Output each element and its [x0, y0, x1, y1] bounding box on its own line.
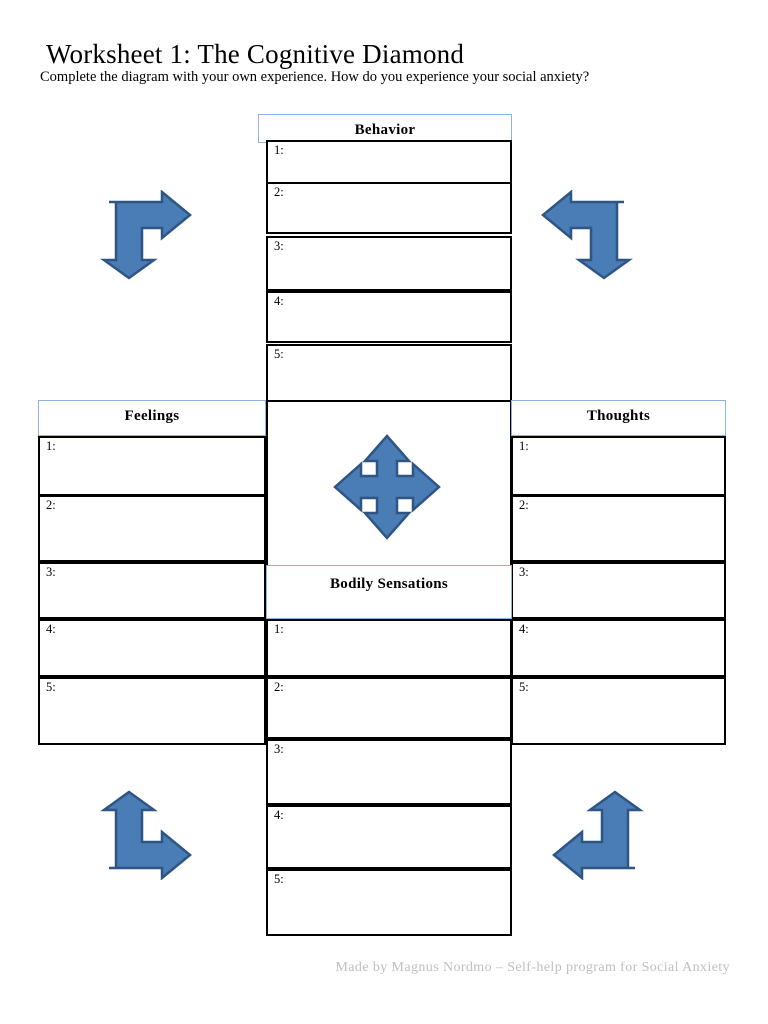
feelings-row-1[interactable]: 1: — [38, 436, 266, 496]
feelings-row-5-label: 5: — [46, 680, 56, 694]
thoughts-row-3-label: 3: — [519, 565, 529, 579]
footer-credit: Made by Magnus Nordmo – Self-help progra… — [335, 960, 730, 975]
thoughts-row-2-label: 2: — [519, 498, 529, 512]
bodily-sensations-row-3[interactable]: 3: — [266, 739, 512, 805]
behavior-row-2-label: 2: — [274, 185, 284, 199]
bodily-sensations-row-5[interactable]: 5: — [266, 869, 512, 936]
bodily-sensations-row-3-label: 3: — [274, 742, 284, 756]
behavior-row-2[interactable]: 2: — [266, 182, 512, 234]
page-subtitle: Complete the diagram with your own exper… — [40, 69, 590, 85]
feelings-row-2-label: 2: — [46, 498, 56, 512]
bodily-sensations-row-2[interactable]: 2: — [266, 677, 512, 739]
arrow-top-left — [99, 190, 193, 280]
thoughts-row-5[interactable]: 5: — [511, 677, 726, 745]
feelings-row-1-label: 1: — [46, 439, 56, 453]
feelings-row-5[interactable]: 5: — [38, 677, 266, 745]
behavior-row-4-label: 4: — [274, 294, 284, 308]
thoughts-row-2[interactable]: 2: — [511, 495, 726, 562]
bodily-sensations-row-4-label: 4: — [274, 808, 284, 822]
thoughts-row-1[interactable]: 1: — [511, 436, 726, 496]
behavior-row-3[interactable]: 3: — [266, 236, 512, 291]
behavior-heading: Behavior — [258, 114, 512, 143]
feelings-row-4[interactable]: 4: — [38, 619, 266, 677]
thoughts-row-4[interactable]: 4: — [511, 619, 726, 677]
bent-arrow-right-down-icon — [100, 190, 192, 280]
behavior-row-4[interactable]: 4: — [266, 291, 512, 343]
bent-arrow-up-right-icon — [100, 790, 192, 880]
arrow-top-right — [540, 190, 634, 280]
arrow-center — [331, 432, 443, 542]
feelings-row-3-label: 3: — [46, 565, 56, 579]
arrow-bottom-left — [100, 790, 196, 880]
bodily-sensations-row-2-label: 2: — [274, 680, 284, 694]
feelings-heading: Feelings — [38, 400, 266, 436]
arrow-bottom-right — [548, 790, 644, 880]
bodily-sensations-row-1[interactable]: 1: — [266, 619, 512, 677]
thoughts-row-4-label: 4: — [519, 622, 529, 636]
bodily-sensations-heading: Bodily Sensations — [266, 565, 512, 619]
four-way-arrow-icon — [333, 434, 441, 540]
behavior-row-1-label: 1: — [274, 143, 284, 157]
page-title: Worksheet 1: The Cognitive Diamond — [46, 39, 465, 69]
thoughts-row-5-label: 5: — [519, 680, 529, 694]
bent-arrow-left-down-icon — [541, 190, 633, 280]
behavior-row-3-label: 3: — [274, 239, 284, 253]
behavior-row-5-label: 5: — [274, 347, 284, 361]
behavior-row-1[interactable]: 1: — [266, 140, 512, 189]
thoughts-heading: Thoughts — [511, 400, 726, 436]
bodily-sensations-row-1-label: 1: — [274, 622, 284, 636]
feelings-row-3[interactable]: 3: — [38, 562, 266, 619]
feelings-row-4-label: 4: — [46, 622, 56, 636]
feelings-row-2[interactable]: 2: — [38, 495, 266, 562]
thoughts-row-3[interactable]: 3: — [511, 562, 726, 619]
center-column-left-wall — [266, 400, 268, 570]
behavior-row-5[interactable]: 5: — [266, 344, 512, 402]
bodily-sensations-row-5-label: 5: — [274, 872, 284, 886]
thoughts-row-1-label: 1: — [519, 439, 529, 453]
bent-arrow-up-left-icon — [552, 790, 644, 880]
bodily-sensations-row-4[interactable]: 4: — [266, 805, 512, 869]
